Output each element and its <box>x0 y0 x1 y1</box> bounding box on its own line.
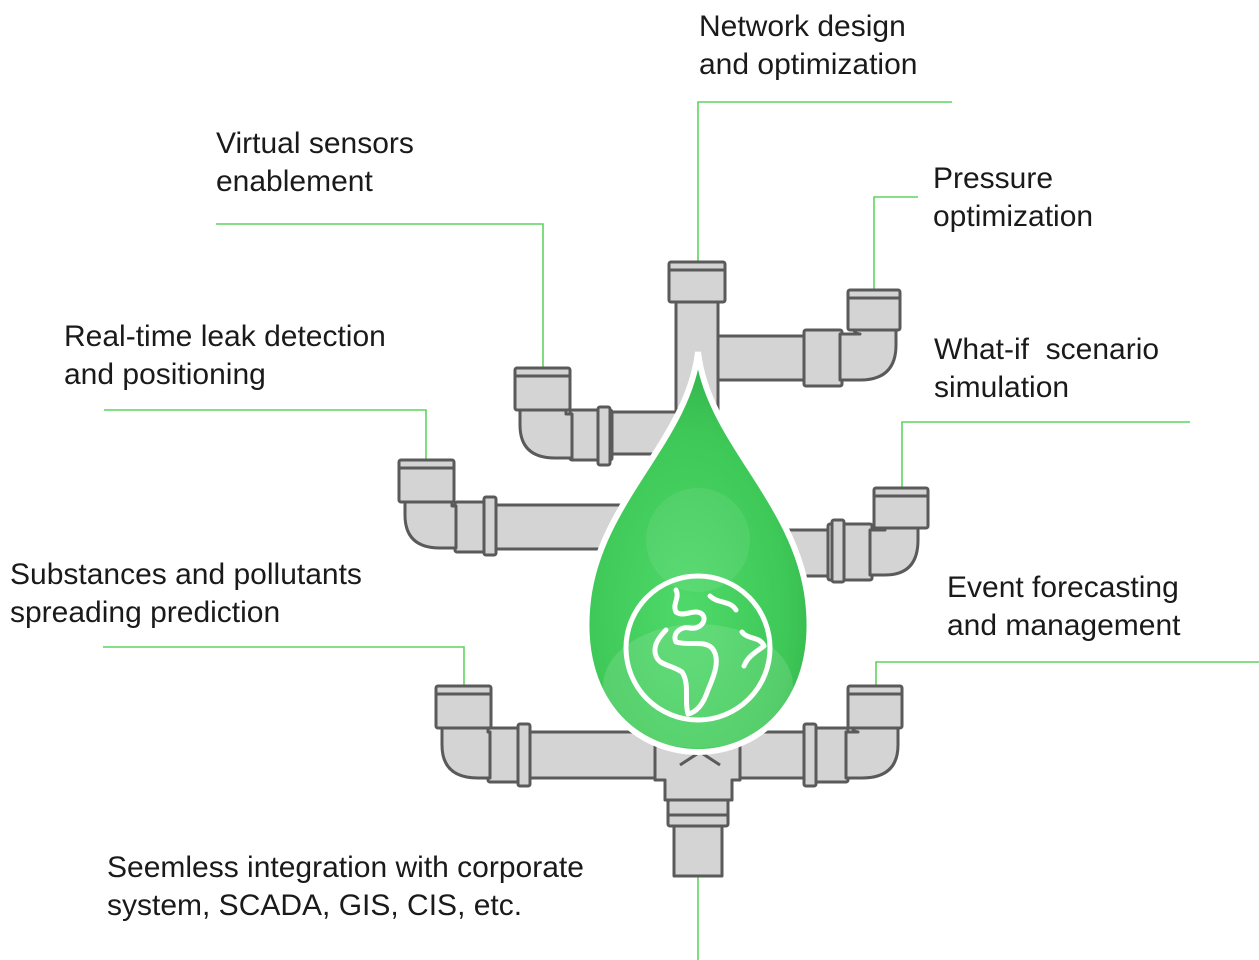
label-line: Pressure <box>933 162 1054 195</box>
label-line: What-if scenario <box>934 333 1160 366</box>
label-line: simulation <box>934 371 1070 404</box>
label-line: Substances and pollutants <box>10 558 362 591</box>
globe-icon <box>623 573 773 723</box>
label-event-forecasting: Event forecasting and management <box>947 569 1181 645</box>
label-line: Virtual sensors <box>216 127 414 160</box>
label-line: enablement <box>216 165 373 198</box>
connector-pressure <box>873 196 918 290</box>
label-line: Network design <box>699 10 906 43</box>
lower-left-elbow <box>440 723 492 780</box>
label-leak-detection: Real-time leak detection and positioning <box>64 318 386 394</box>
connector-whatif <box>901 421 1190 488</box>
connector-network <box>697 101 952 262</box>
label-line: and optimization <box>699 48 918 81</box>
label-what-if: What-if scenario simulation <box>934 331 1159 407</box>
top-socket <box>667 260 727 304</box>
label-line: and positioning <box>64 358 266 391</box>
middle-left-elbow <box>403 495 458 550</box>
label-line: Real-time leak detection <box>64 320 386 353</box>
bottom-outlet-pipe <box>672 824 724 878</box>
label-integration: Seemless integration with corporate syst… <box>107 849 584 925</box>
bottom-outlet-socket <box>666 798 730 828</box>
label-line: spreading prediction <box>10 596 281 629</box>
drop-highlight-bottom <box>603 624 793 748</box>
upper-right-elbow <box>838 318 898 382</box>
label-line: optimization <box>933 200 1094 233</box>
connector-leak <box>104 409 427 460</box>
label-substances: Substances and pollutants spreading pred… <box>10 556 362 632</box>
connector-lines <box>103 101 1259 960</box>
connector-substances <box>103 646 465 687</box>
label-line: Seemless integration with corporate <box>107 851 584 884</box>
connector-event <box>875 661 1259 688</box>
upper-right-pipe <box>716 334 820 382</box>
label-line: and management <box>947 609 1181 642</box>
label-pressure-optimization: Pressure optimization <box>933 160 1093 236</box>
label-line: system, SCADA, GIS, CIS, etc. <box>107 889 523 922</box>
bottom-tee <box>653 738 742 802</box>
label-network-design: Network design and optimization <box>699 8 917 84</box>
lower-right-elbow <box>844 723 900 780</box>
label-line: Event forecasting <box>947 571 1179 604</box>
drop-highlight-top <box>646 488 750 592</box>
label-virtual-sensors: Virtual sensors enablement <box>216 125 414 201</box>
connector-virtual <box>216 223 544 368</box>
water-drop <box>583 351 813 756</box>
